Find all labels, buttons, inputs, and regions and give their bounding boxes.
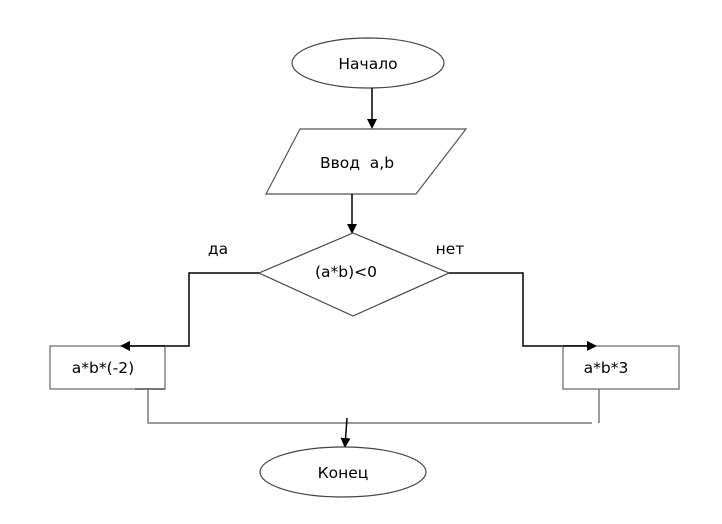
- end-node: Конец: [259, 446, 427, 498]
- edge-decision-to-no: [449, 272, 597, 351]
- process-yes-rect: [49, 345, 166, 390]
- decision-diamond: [257, 232, 451, 317]
- start-node: Начало: [291, 37, 445, 89]
- input-label: Ввод a,b: [320, 154, 394, 172]
- edge-decision-to-yes: [120, 272, 259, 351]
- process-no-label: a*b*3: [584, 359, 629, 377]
- process-yes-node: a*b*(-2): [49, 345, 166, 390]
- input-node: Ввод a,b: [265, 128, 468, 195]
- edge-merge-to-end: [340, 417, 351, 448]
- process-no-node: a*b*3: [562, 345, 680, 390]
- start-label: Начало: [338, 55, 397, 73]
- decision-node: (a*b)<0: [257, 232, 451, 317]
- branch-yes-label: да: [208, 240, 228, 258]
- start-ellipse: [291, 37, 445, 89]
- input-parallelogram: [265, 128, 468, 195]
- end-label: Конец: [318, 464, 369, 482]
- process-no-rect: [562, 345, 680, 390]
- process-yes-label: a*b*(-2): [72, 359, 134, 377]
- decision-label: (a*b)<0: [315, 263, 377, 281]
- end-ellipse: [259, 446, 427, 498]
- branch-no-label: нет: [436, 240, 465, 258]
- edge-yes-to-merge: [147, 389, 592, 424]
